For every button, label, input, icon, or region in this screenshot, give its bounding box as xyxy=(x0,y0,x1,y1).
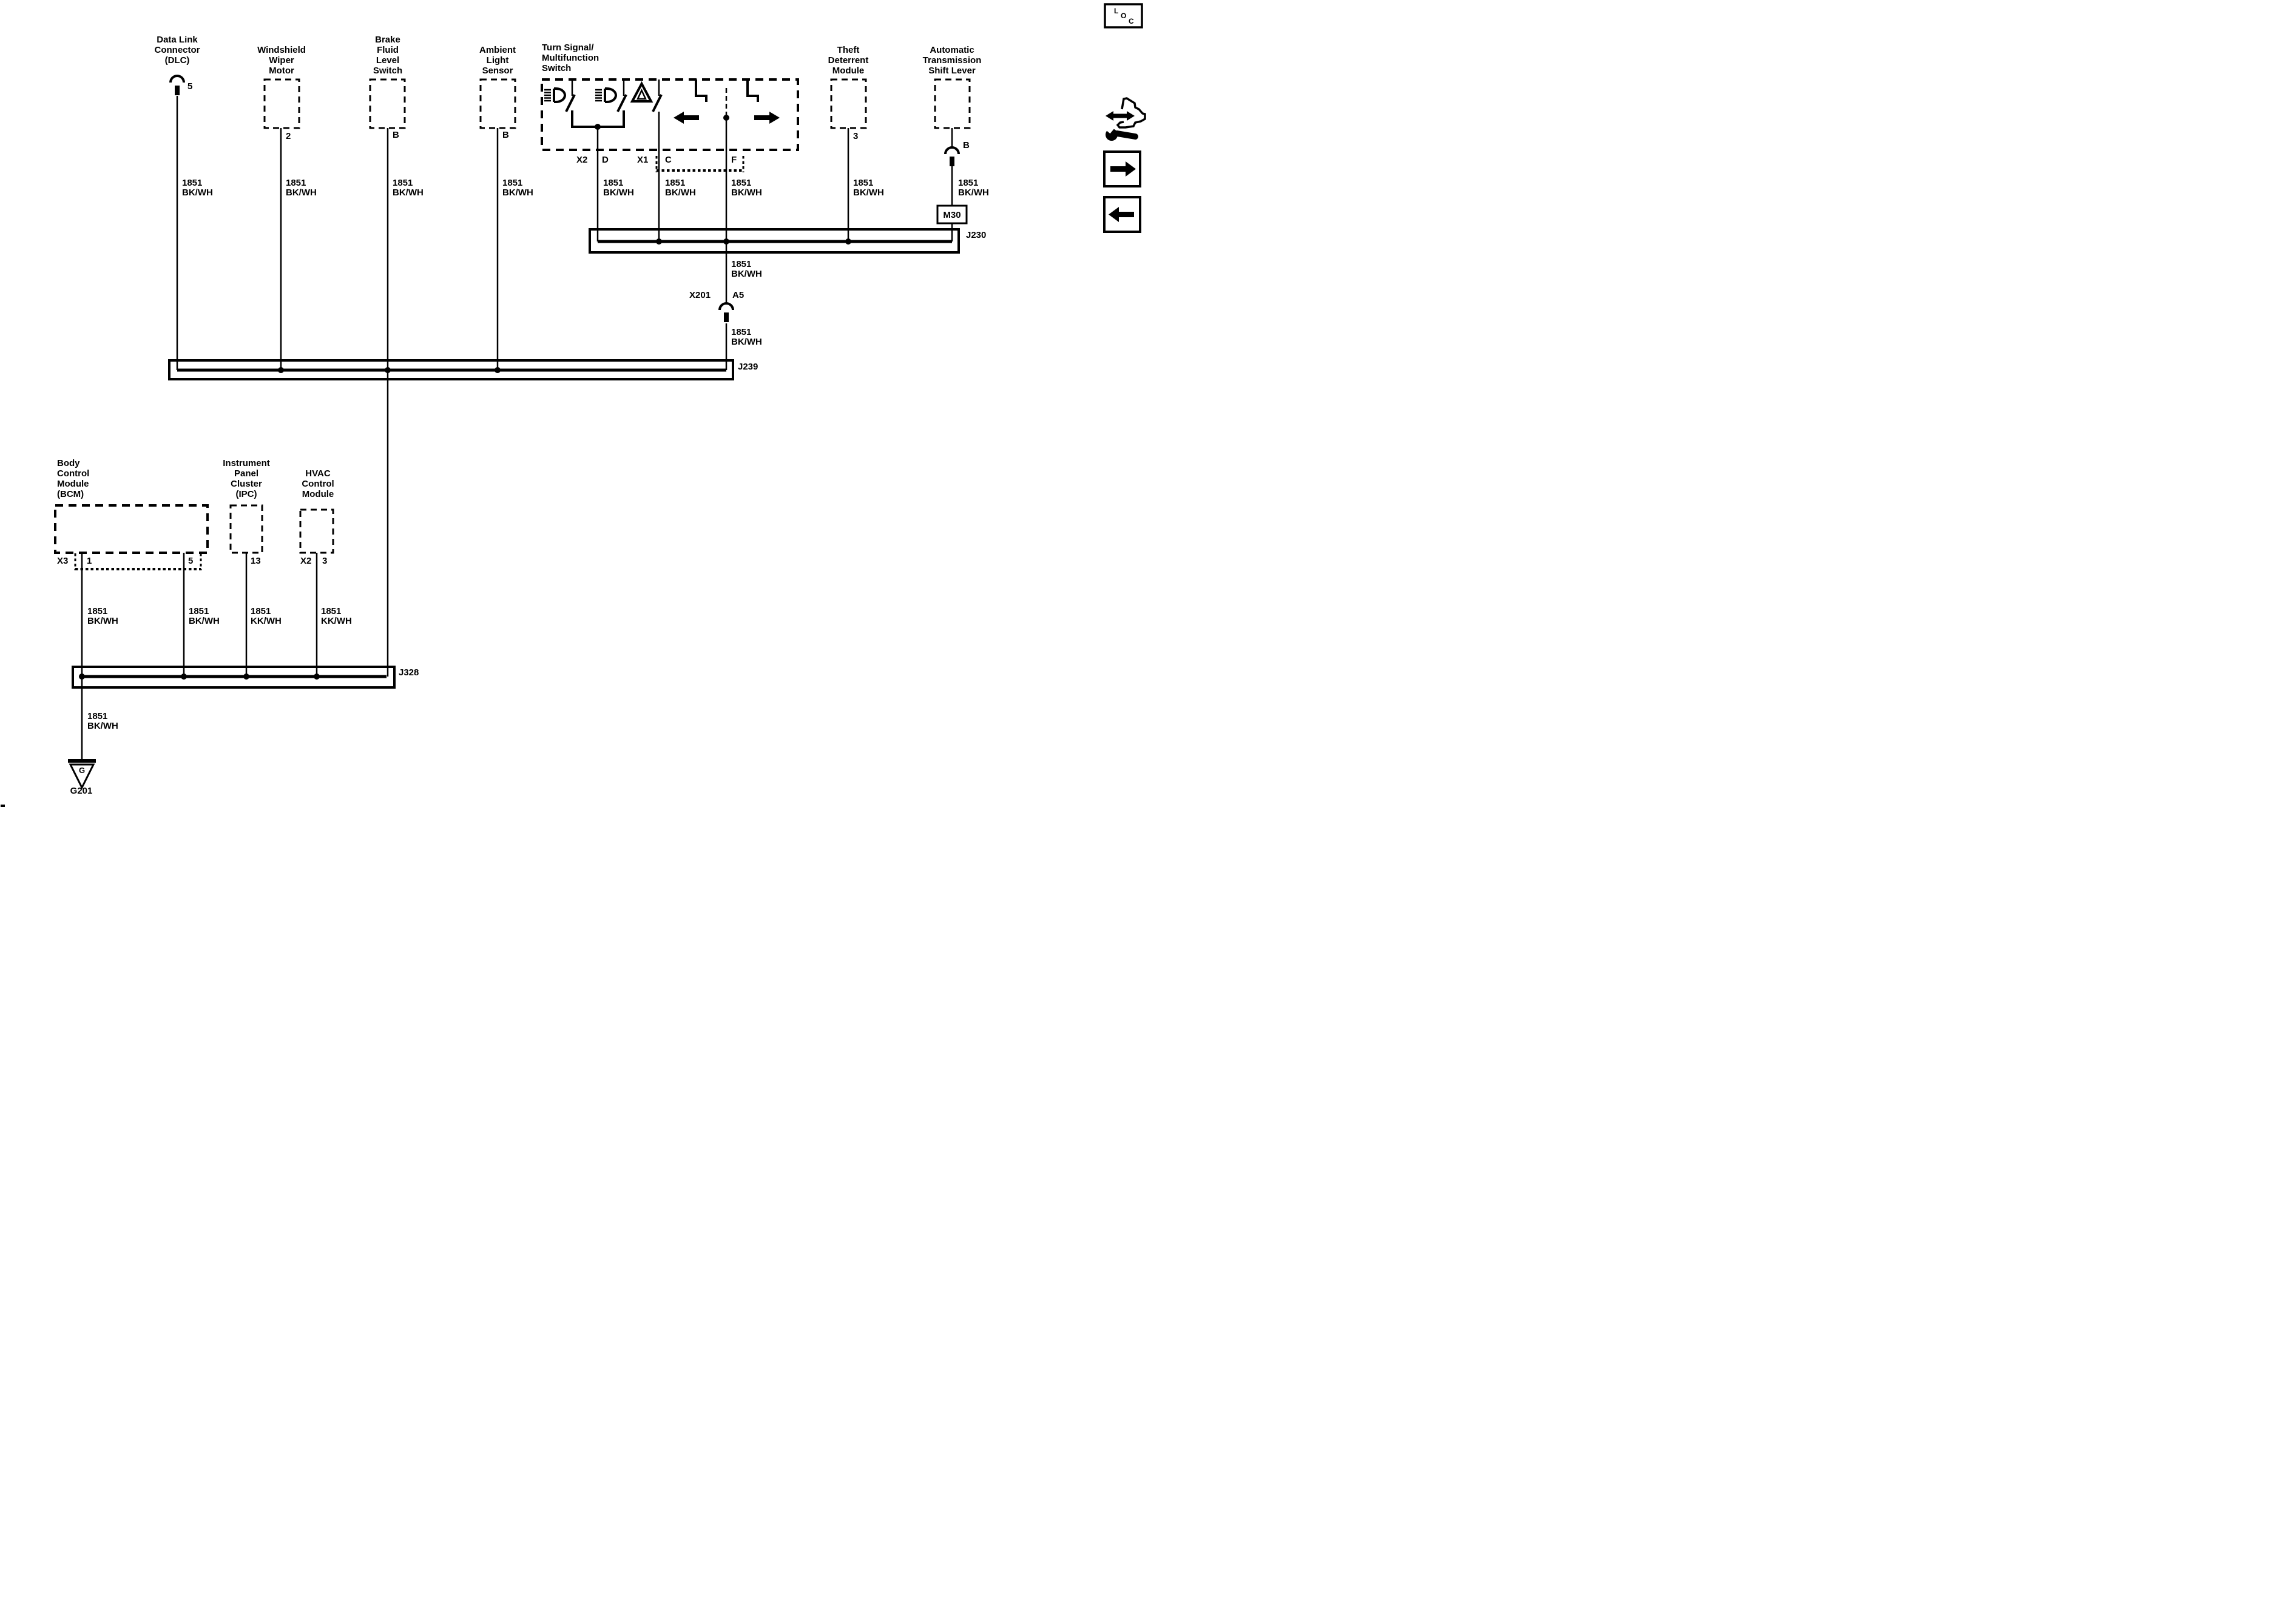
bcm-box xyxy=(54,504,209,554)
wiring-diagram-graphics xyxy=(1,3,1146,807)
bcm-pin5: 5 xyxy=(188,556,194,566)
ambient-box xyxy=(479,78,516,129)
turn-contact xyxy=(695,79,707,102)
x1-connector-outline xyxy=(655,156,745,172)
shift-pin: B xyxy=(963,140,970,150)
x201-connector-symbol xyxy=(718,302,734,322)
j230-splice-pack xyxy=(589,228,960,254)
right-turn-arrow-icon xyxy=(754,112,780,124)
turn-contact xyxy=(746,79,759,102)
turn-signal-box xyxy=(541,78,799,151)
m30-label: M30 xyxy=(943,210,961,220)
ground-symbol xyxy=(68,759,96,790)
switch-lever xyxy=(616,94,627,112)
j239-splice-pack xyxy=(168,359,734,380)
left-turn-arrow-icon xyxy=(674,112,699,124)
shift-pin-connector-symbol xyxy=(944,146,960,166)
j239-label: J239 xyxy=(738,362,758,372)
dlc-pin: 5 xyxy=(187,81,193,92)
m30-connector-box xyxy=(936,204,968,224)
ground-name: G201 xyxy=(70,786,93,796)
headlight-icon xyxy=(544,87,567,103)
ipc-box xyxy=(229,504,263,554)
ts-pin-c: C xyxy=(665,155,672,165)
ts-conn-x2: X2 xyxy=(576,155,588,165)
x201-name: X201 xyxy=(689,290,711,300)
j328-label: J328 xyxy=(399,667,419,678)
x201-pin: A5 xyxy=(732,290,745,300)
shift-box xyxy=(934,78,971,129)
ts-conn-x1: X1 xyxy=(637,155,649,165)
loc-box xyxy=(1104,3,1143,29)
scan-artifact-dot xyxy=(1,805,5,807)
ambient-pin: B xyxy=(502,130,509,140)
bcm-conn-x3: X3 xyxy=(57,556,69,566)
loc-letter-c: C xyxy=(1129,17,1134,25)
ts-pin-f: F xyxy=(731,155,737,165)
ipc-pin: 13 xyxy=(251,556,261,566)
brake-pin: B xyxy=(393,130,399,140)
j230-label: J230 xyxy=(966,230,987,240)
turn-signal-internals xyxy=(544,79,780,130)
ts-pin-d: D xyxy=(602,155,609,165)
switch-lever xyxy=(652,94,663,112)
junction-dot xyxy=(595,124,601,130)
next-page-button[interactable] xyxy=(1103,150,1141,187)
x3-connector-outline xyxy=(74,553,202,570)
brake-box xyxy=(369,78,406,129)
wiper-pin: 2 xyxy=(286,131,291,141)
loc-letter-l: L xyxy=(1114,7,1119,15)
headlight-icon xyxy=(595,87,618,103)
bcm-pin1: 1 xyxy=(87,556,92,566)
dlc-connector-symbol xyxy=(169,75,185,95)
previous-page-button[interactable] xyxy=(1103,196,1141,233)
component-locator-icon[interactable] xyxy=(1104,97,1146,141)
theft-box xyxy=(830,78,867,129)
junction-dot xyxy=(723,115,729,121)
hvac-conn-x2: X2 xyxy=(300,556,312,566)
j328-splice-pack xyxy=(72,666,396,689)
theft-pin: 3 xyxy=(853,131,859,141)
hvac-pin: 3 xyxy=(322,556,328,566)
switch-lever xyxy=(565,94,576,112)
loc-letter-o: O xyxy=(1121,12,1127,20)
hazard-triangle-icon xyxy=(630,81,653,103)
ground-letter: G xyxy=(78,766,86,775)
ground-wires xyxy=(81,96,953,761)
hvac-box xyxy=(299,508,334,554)
wiper-box xyxy=(263,78,300,129)
